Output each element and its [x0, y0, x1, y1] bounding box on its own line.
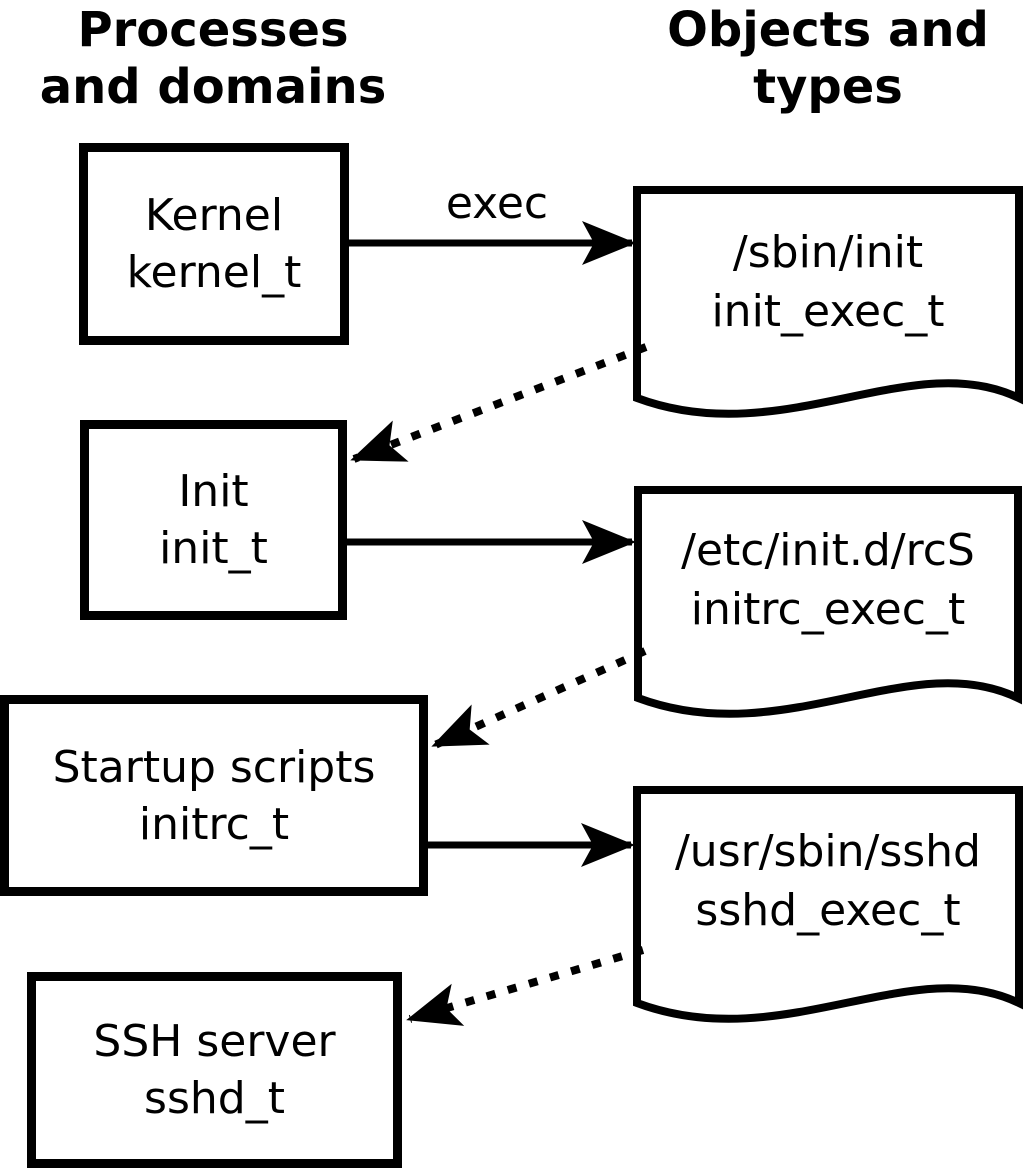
- object-doc-etc-initd-rcs: [634, 486, 1022, 718]
- column-header-objects: Objects and types: [636, 2, 1020, 116]
- column-header-objects-line2: types: [753, 59, 903, 115]
- transition-arrow-sshd-exec-to-sshd-t: [406, 946, 645, 1026]
- object-doc-usr-sbin-sshd: [633, 786, 1023, 1023]
- process-domain-type: kernel_t: [126, 247, 302, 298]
- process-box-init: Init init_t: [80, 420, 347, 620]
- exec-arrow-label: exec: [445, 178, 549, 229]
- process-name: Init: [178, 466, 249, 517]
- column-header-objects-line1: Objects and: [667, 2, 989, 58]
- process-domain-type: sshd_t: [144, 1073, 285, 1124]
- column-header-processes: Processes and domains: [30, 2, 396, 116]
- process-box-startup-scripts: Startup scripts initrc_t: [0, 695, 428, 896]
- process-domain-type: init_t: [159, 523, 268, 574]
- process-box-ssh-server: SSH server sshd_t: [27, 972, 402, 1168]
- column-header-processes-line1: Processes: [77, 2, 349, 58]
- column-header-processes-line2: and domains: [39, 59, 387, 115]
- process-name: Kernel: [144, 190, 284, 241]
- object-doc-sbin-init: [633, 186, 1023, 418]
- process-name: Startup scripts: [52, 741, 376, 793]
- process-name: SSH server: [93, 1016, 336, 1067]
- process-domain-type: initrc_t: [138, 798, 290, 850]
- transition-arrow-sbin-init-to-init-t: [350, 343, 648, 463]
- process-box-kernel: Kernel kernel_t: [79, 143, 349, 345]
- transition-arrow-rcs-to-initrc-t: [431, 647, 647, 749]
